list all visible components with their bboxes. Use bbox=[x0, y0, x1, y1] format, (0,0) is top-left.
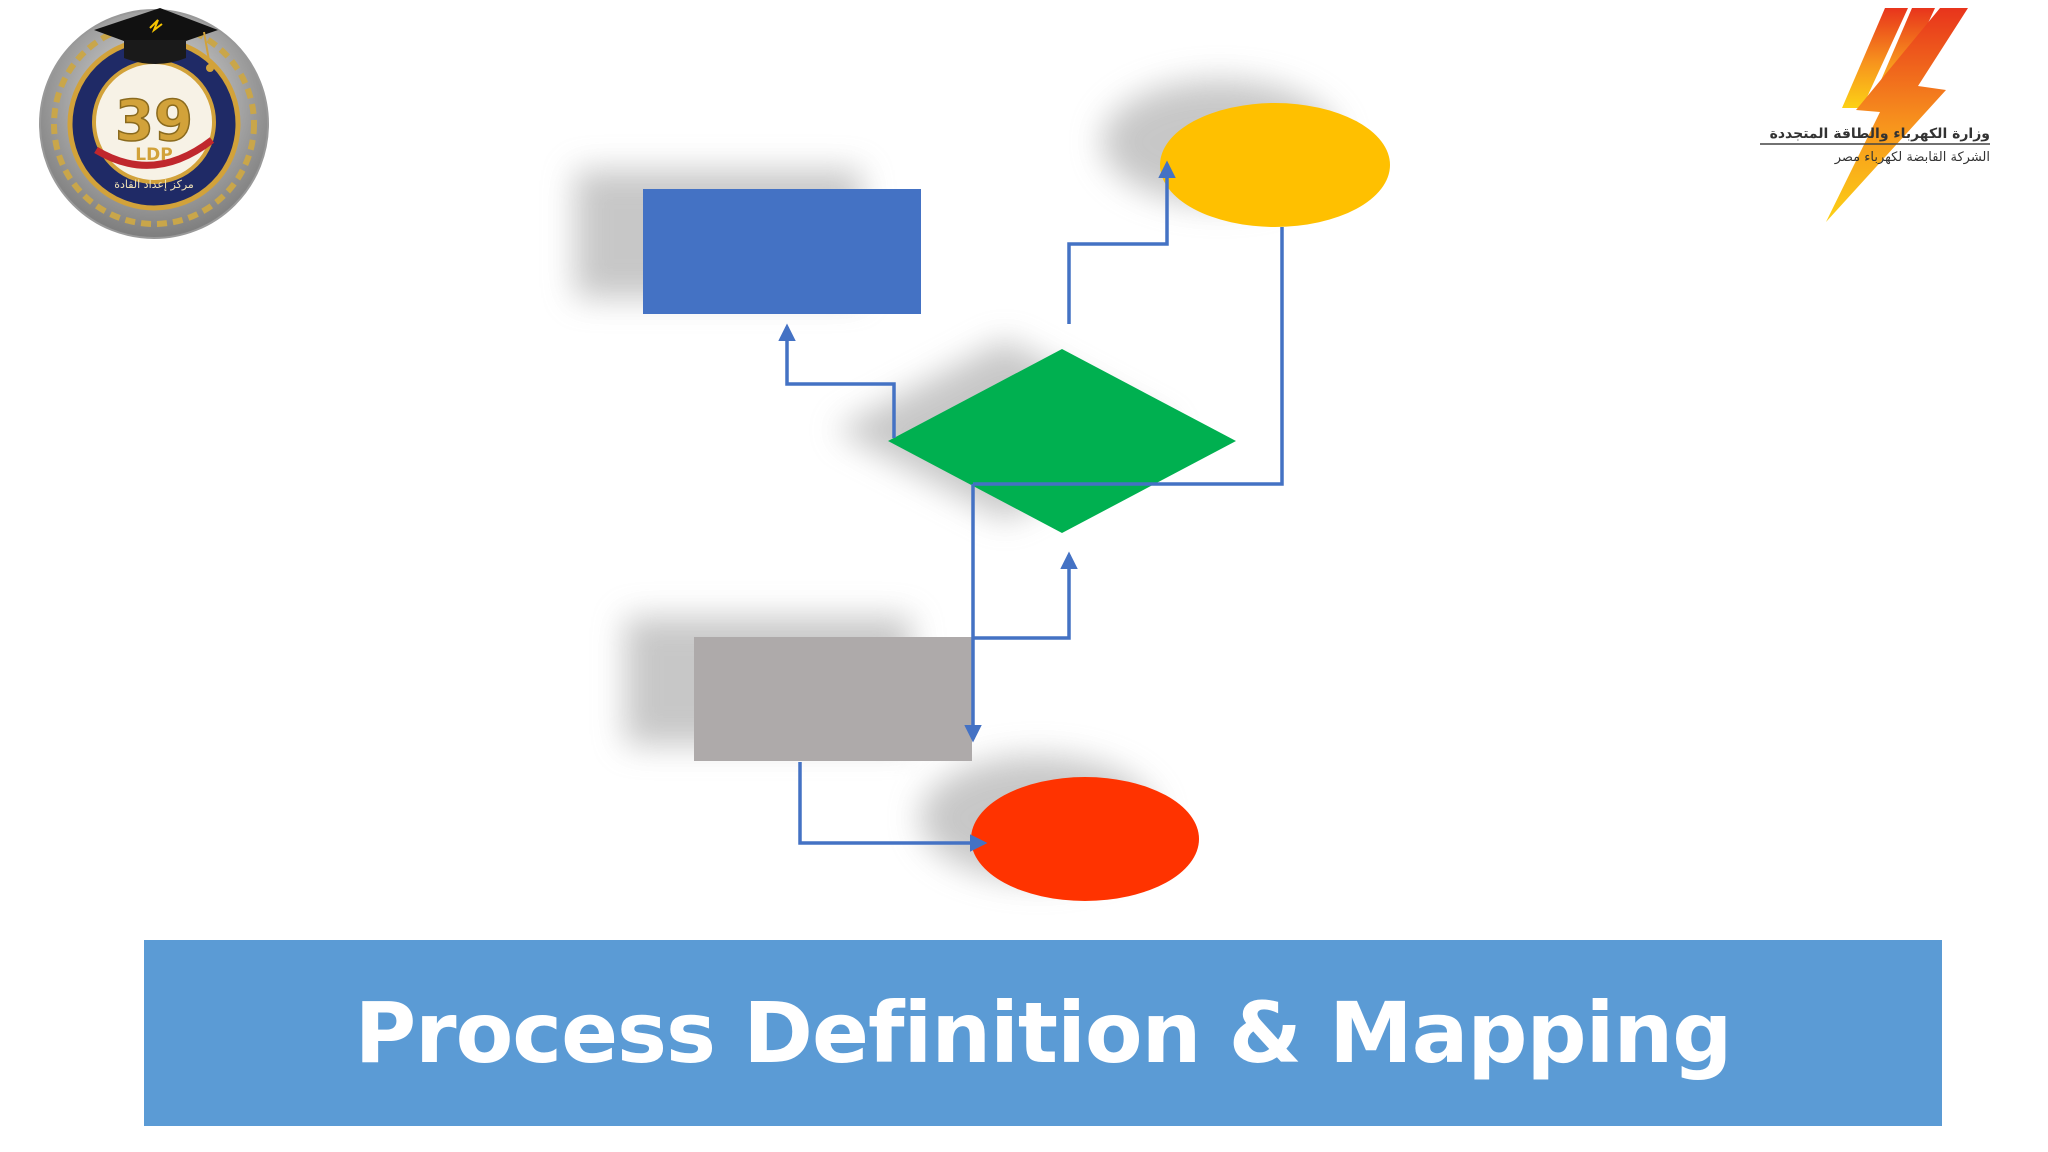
yellow-terminator-ellipse bbox=[1160, 103, 1390, 227]
connector-to-green-diamond bbox=[973, 551, 1078, 640]
connector-to-blue-rectangle bbox=[778, 323, 896, 438]
ldp-number: 39 bbox=[115, 89, 193, 154]
ldp-letters: LDP bbox=[135, 145, 172, 165]
title-banner: Process Definition & Mapping bbox=[144, 940, 1942, 1126]
graduation-cap-icon bbox=[94, 8, 218, 72]
red-terminator-ellipse bbox=[971, 777, 1199, 901]
flow-connectors bbox=[778, 160, 1284, 852]
blue-process-rectangle bbox=[643, 189, 921, 314]
ministry-name-line: وزارة الكهرباء والطاقة المتجددة bbox=[1770, 126, 1990, 142]
green-decision-diamond bbox=[888, 349, 1236, 533]
connector-to-red-ellipse bbox=[798, 762, 988, 852]
connector-to-yellow-ellipse bbox=[1067, 160, 1176, 324]
gray-process-rectangle bbox=[694, 637, 972, 761]
connector-from-yellow-ellipse bbox=[973, 227, 1284, 486]
holding-company-line: الشركة القابضة لكهرباء مصر bbox=[1834, 150, 1990, 165]
slide-title: Process Definition & Mapping bbox=[354, 984, 1733, 1082]
lightning-bolt-logo-icon: وزارة الكهرباء والطاقة المتجددة الشركة ا… bbox=[1760, 8, 1990, 222]
ldp-ring-text: مركز إعداد القادة bbox=[114, 178, 194, 191]
